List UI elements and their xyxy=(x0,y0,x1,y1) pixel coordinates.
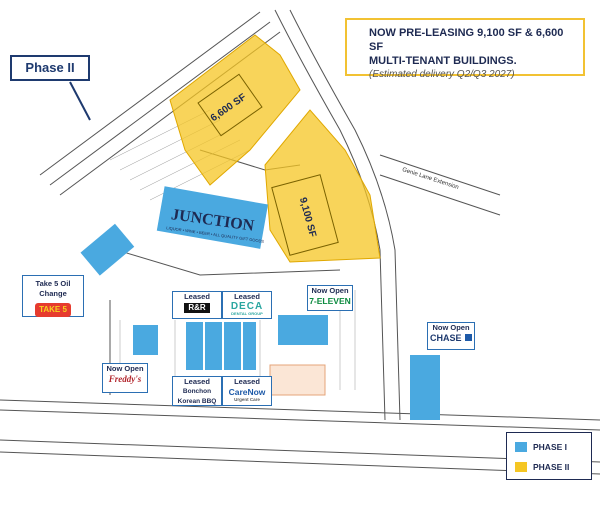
carenow-subtext: Urgent Care xyxy=(234,397,260,402)
chase-octagon-icon xyxy=(465,334,473,341)
legend-phase1-label: PHASE I xyxy=(533,442,568,452)
phase2-area-9100 xyxy=(264,109,381,263)
tenant-bonchon: Leased Bonchon Korean BBQ xyxy=(172,376,222,406)
tenant-freddys: Now Open Freddy's xyxy=(102,363,148,393)
phase1-chase-building xyxy=(410,355,440,420)
seven-eleven-status: Now Open xyxy=(311,286,349,295)
seven-eleven-logo: 7-ELEVEN xyxy=(309,296,351,306)
tenant-chase: Now Open CHASE xyxy=(427,322,475,350)
tenant-take5: Take 5 Oil Change TAKE 5 xyxy=(22,275,84,317)
tenant-deca: Leased DECA DENTAL GROUP xyxy=(222,291,272,319)
bonchon-line2: Bonchon xyxy=(182,388,212,395)
carenow-logo: CareNow xyxy=(228,387,266,397)
building-9100-outline xyxy=(271,174,339,256)
bonchon-status: Leased xyxy=(184,377,210,386)
take5-status: Take 5 Oil Change xyxy=(35,279,71,298)
deca-subtext: DENTAL GROUP xyxy=(231,311,263,316)
map-legend: PHASE I PHASE II xyxy=(506,432,592,480)
tenant-seven-eleven: Now Open 7-ELEVEN xyxy=(307,285,353,311)
building-6600-outline xyxy=(197,73,263,137)
legend-phase2-swatch xyxy=(515,462,527,472)
deca-logo: DECA xyxy=(230,301,264,312)
phase-label-leader xyxy=(69,81,91,121)
legend-phase1: PHASE I xyxy=(515,440,567,454)
freddys-logo: Freddy's xyxy=(108,374,142,384)
phase1-small-building xyxy=(133,325,158,355)
callout-line3: (Estimated delivery Q2/Q3 2027) xyxy=(369,69,515,80)
rr-logo: R&R xyxy=(184,303,210,313)
tenant-rr: Leased R&R xyxy=(172,291,222,319)
phase-label: Phase II xyxy=(10,55,90,81)
phase1-seven-eleven-building xyxy=(278,315,328,345)
phase1-take5-building xyxy=(80,223,135,276)
bonchon-line3: Korean BBQ xyxy=(177,398,217,405)
phase1-retail-b xyxy=(205,322,222,370)
chase-logo-row: CHASE xyxy=(428,333,474,343)
callout-line1: NOW PRE-LEASING 9,100 SF & 6,600 SF xyxy=(369,27,564,53)
phase1-retail-a xyxy=(186,322,203,370)
phase1-junction-building xyxy=(156,186,269,249)
callout-line2: MULTI-TENANT BUILDINGS. xyxy=(369,55,517,67)
legend-phase2: PHASE II xyxy=(515,460,569,474)
chase-status: Now Open xyxy=(432,323,470,332)
phase1-retail-d xyxy=(243,322,256,370)
phase2-area-6600 xyxy=(169,34,301,186)
tenant-carenow: Leased CareNow Urgent Care xyxy=(222,376,272,406)
freddys-status: Now Open xyxy=(106,364,144,373)
deca-status: Leased xyxy=(234,292,260,301)
legend-phase2-label: PHASE II xyxy=(533,462,570,472)
preleasing-callout: NOW PRE-LEASING 9,100 SF & 6,600 SF MULT… xyxy=(345,18,585,80)
rr-status: Leased xyxy=(184,292,210,301)
fuel-canopy xyxy=(269,364,326,396)
phase1-retail-c xyxy=(224,322,241,370)
carenow-status: Leased xyxy=(234,377,260,386)
take5-logo: TAKE 5 xyxy=(35,303,71,317)
legend-phase1-swatch xyxy=(515,442,527,452)
chase-logo: CHASE xyxy=(429,333,462,343)
